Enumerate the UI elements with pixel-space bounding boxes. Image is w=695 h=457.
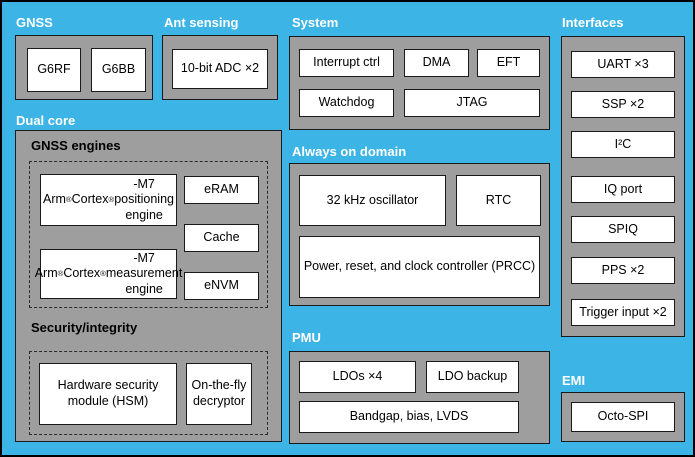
section-label-emi: EMI xyxy=(562,373,586,388)
heading-security-integrity: Security/integrity xyxy=(31,320,138,335)
panel-gnss: G6RF G6BB xyxy=(15,35,153,100)
panel-ant-sensing: 10-bit ADC ×2 xyxy=(162,35,278,100)
block-eram: eRAM xyxy=(184,176,259,204)
group-security-integrity: Hardware security module (HSM) On-the-fl… xyxy=(29,351,268,435)
block-rtc: RTC xyxy=(456,175,541,226)
block-eft: EFT xyxy=(477,49,540,77)
block-10bit-adc: 10-bit ADC ×2 xyxy=(172,49,268,89)
block-octo-spi: Octo-SPI xyxy=(571,402,675,432)
block-g6bb: G6BB xyxy=(91,48,146,92)
panel-system: Interrupt ctrl DMA EFT Watchdog JTAG xyxy=(289,36,550,130)
block-interrupt-ctrl: Interrupt ctrl xyxy=(299,49,394,77)
group-gnss-engines: Arm® Cortex®-M7 positioning engine eRAM … xyxy=(29,161,268,308)
block-cortex-m7-positioning: Arm® Cortex®-M7 positioning engine xyxy=(40,174,177,226)
block-trigger-input: Trigger input ×2 xyxy=(571,299,675,326)
block-hsm: Hardware security module (HSM) xyxy=(39,363,177,425)
section-label-interfaces: Interfaces xyxy=(562,15,624,30)
section-label-gnss: GNSS xyxy=(16,15,53,30)
panel-dual-core: GNSS engines Arm® Cortex®-M7 positioning… xyxy=(15,130,282,442)
block-cache: Cache xyxy=(184,224,259,252)
block-ldos: LDOs ×4 xyxy=(299,361,416,393)
section-label-always-on: Always on domain xyxy=(292,144,407,159)
block-prcc: Power, reset, and clock controller (PRCC… xyxy=(299,236,540,298)
block-decryptor: On-the-fly decryptor xyxy=(186,363,252,425)
block-cortex-m7-measurement: Arm® Cortex®-M7 measurement engine xyxy=(35,249,182,299)
block-spiq: SPIQ xyxy=(571,216,675,243)
block-ssp: SSP ×2 xyxy=(571,91,675,118)
block-jtag: JTAG xyxy=(404,89,540,117)
block-32khz-oscillator: 32 kHz oscillator xyxy=(299,175,446,226)
block-bandgap-bias-lvds: Bandgap, bias, LVDS xyxy=(299,401,519,433)
heading-gnss-engines: GNSS engines xyxy=(31,138,121,153)
block-pps: PPS ×2 xyxy=(571,257,675,284)
panel-pmu: LDOs ×4 LDO backup Bandgap, bias, LVDS xyxy=(289,351,550,444)
block-uart: UART ×3 xyxy=(571,51,675,78)
block-iq-port: IQ port xyxy=(571,176,675,203)
panel-always-on-domain: 32 kHz oscillator RTC Power, reset, and … xyxy=(289,163,550,306)
block-envm: eNVM xyxy=(184,272,259,300)
section-label-pmu: PMU xyxy=(292,330,321,345)
block-i2c: I²C xyxy=(571,131,675,158)
section-label-ant-sensing: Ant sensing xyxy=(164,15,239,30)
block-watchdog: Watchdog xyxy=(299,89,394,117)
section-label-dual-core: Dual core xyxy=(16,113,76,128)
panel-emi: Octo-SPI xyxy=(561,392,685,442)
block-g6rf: G6RF xyxy=(27,48,81,92)
section-label-system: System xyxy=(292,15,339,30)
panel-interfaces: UART ×3 SSP ×2 I²C IQ port SPIQ PPS ×2 T… xyxy=(561,36,685,337)
block-ldo-backup: LDO backup xyxy=(426,361,519,393)
block-dma: DMA xyxy=(404,49,469,77)
